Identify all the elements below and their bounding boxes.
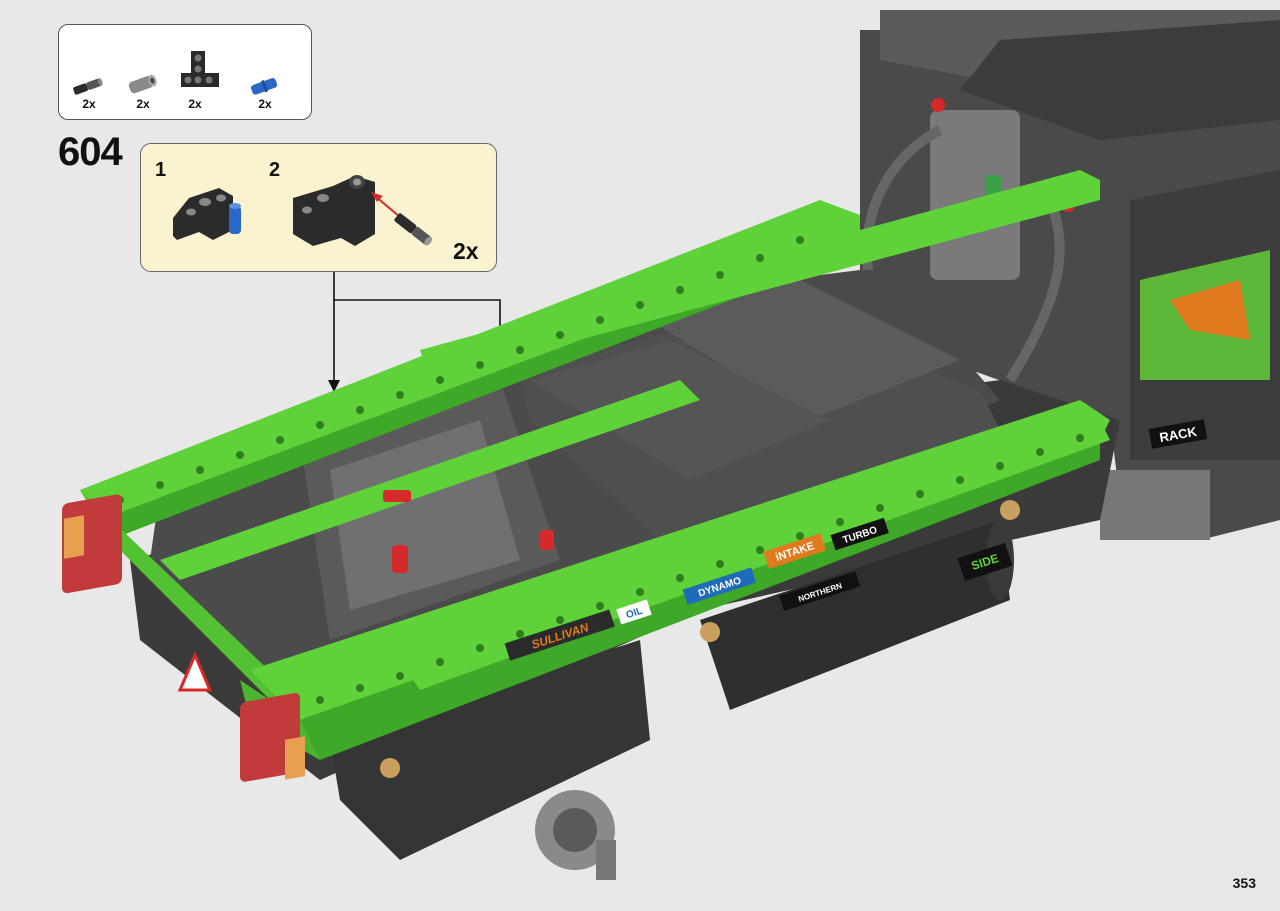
beam-frame-icon	[181, 51, 219, 87]
part-item: 2x	[173, 47, 219, 111]
step-number: 604	[58, 130, 123, 174]
part-quantity: 2x	[82, 97, 96, 111]
substep-2-assembly-icon	[293, 175, 433, 246]
part-quantity: 2x	[136, 97, 150, 111]
page-number: 353	[1232, 875, 1256, 891]
pin-connector-icon	[128, 74, 157, 94]
part-item: 2x	[67, 75, 111, 111]
substep-number: 1	[155, 159, 167, 181]
substep-callout: 1 2 2x	[140, 143, 497, 272]
friction-axle-pin-icon	[73, 78, 103, 95]
substep-1-assembly-icon	[173, 188, 241, 240]
substep-number: 2	[269, 159, 281, 181]
decal-rack: RACK	[1158, 424, 1198, 445]
decal-oil: OIL	[625, 606, 644, 622]
blue-axle-pin-icon	[250, 78, 278, 95]
part-quantity: 2x	[258, 97, 272, 111]
part-quantity: 2x	[188, 97, 202, 111]
parts-list-box: 2x 2x 2x 2x	[58, 24, 312, 120]
part-item: 2x	[121, 71, 165, 111]
part-item: 2x	[243, 75, 287, 111]
callout-quantity: 2x	[453, 238, 479, 264]
